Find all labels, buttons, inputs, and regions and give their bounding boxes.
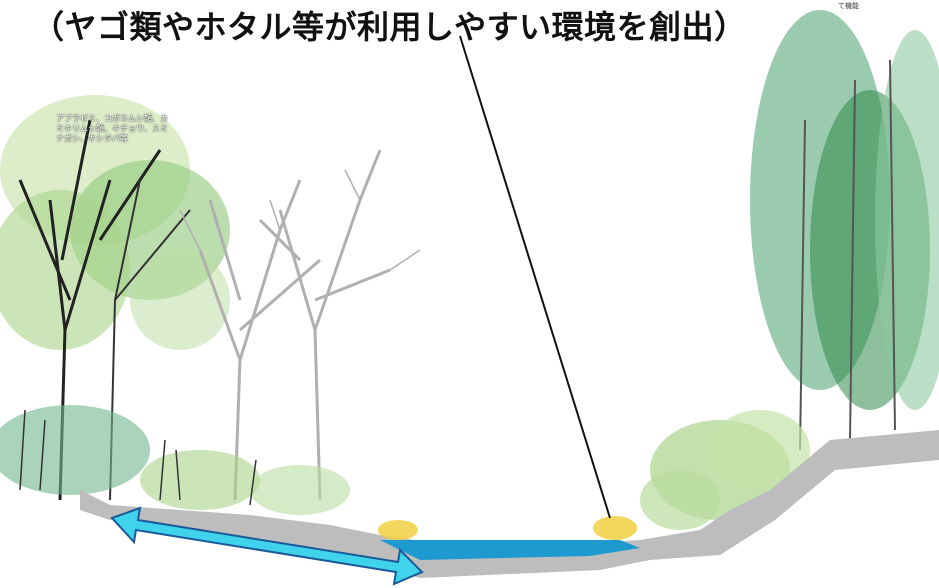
water-channel	[380, 540, 640, 560]
corner-note: て機能	[838, 2, 859, 10]
right-bushes	[640, 410, 810, 530]
diagram-caption: （ヤゴ類やホタル等が利用しやすい環境を創出）	[32, 8, 747, 46]
flower-right	[593, 516, 637, 540]
species-annotation: アブラゼミ、コガネムシ類、カミキリムシ類、キチョウ、スミナガシ、キシタバ等	[56, 114, 168, 143]
left-broadleaf-tree	[0, 95, 230, 501]
right-tall-trees	[750, 10, 939, 451]
bare-trees	[179, 149, 421, 501]
leader-line	[459, 35, 611, 519]
double-headed-arrow	[110, 506, 424, 586]
ground-profile	[80, 430, 939, 578]
left-shrubs	[0, 405, 350, 515]
flower-left	[378, 520, 418, 540]
